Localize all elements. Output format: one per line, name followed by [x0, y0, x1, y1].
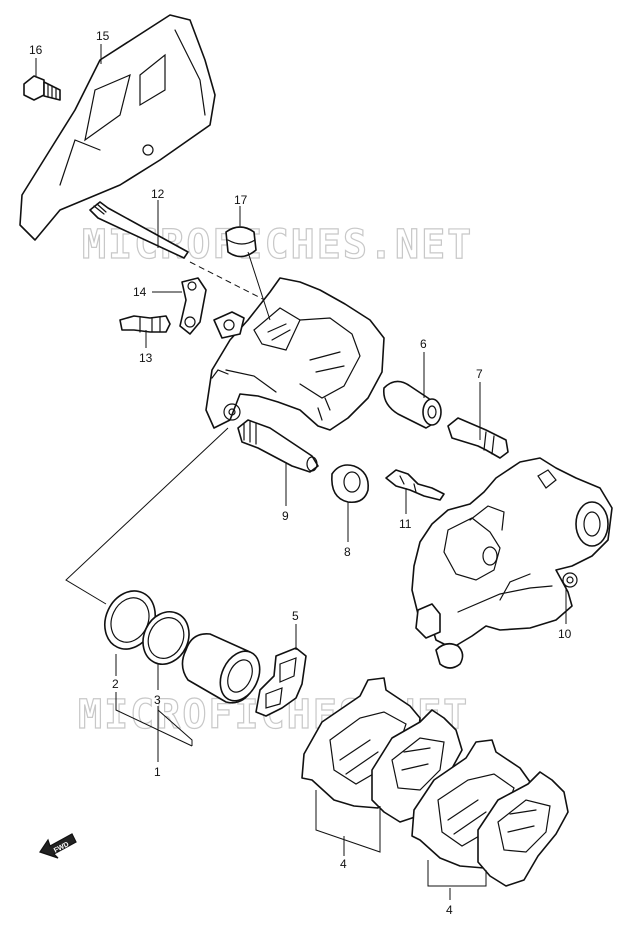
callout-5: 5: [292, 609, 299, 623]
caliper-body[interactable]: [205, 277, 385, 431]
callout-8: 8: [344, 545, 351, 559]
callout-11: 11: [399, 517, 412, 531]
part-7-bolt[interactable]: [447, 417, 509, 459]
part-16-bolt[interactable]: [23, 75, 61, 101]
callout-3: 3: [154, 693, 161, 707]
callout-4-upper: 4: [340, 857, 347, 871]
callout-12: 12: [151, 187, 165, 201]
part-9-slide-pin[interactable]: [237, 419, 319, 473]
callout-4-lower: 4: [446, 903, 453, 917]
alignment-line-seals: [65, 427, 229, 605]
callout-13: 13: [139, 351, 153, 365]
part-4-brake-pad-set-lower[interactable]: [411, 739, 569, 887]
fwd-arrow-icon: FWD: [39, 833, 77, 859]
part-11-spring-clip[interactable]: [385, 469, 445, 501]
part-8-boot[interactable]: [331, 464, 370, 504]
callout-15: 15: [96, 29, 110, 43]
callout-10: 10: [558, 627, 572, 641]
callout-14: 14: [133, 285, 147, 299]
callout-9: 9: [282, 509, 289, 523]
part-15-guard-plate[interactable]: [19, 14, 216, 241]
callout-6: 6: [420, 337, 427, 351]
callout-2: 2: [112, 677, 119, 691]
part-6-bushing[interactable]: [382, 380, 442, 429]
callout-7: 7: [476, 367, 483, 381]
part-13-bleeder-valve[interactable]: [119, 315, 171, 333]
part-2-seal-ring[interactable]: [96, 583, 165, 658]
part-3-seal-ring[interactable]: [135, 604, 198, 672]
callout-17: 17: [234, 193, 248, 207]
part-5-pad-shim[interactable]: [255, 647, 307, 717]
callout-leaders: [35, 44, 567, 900]
callout-16: 16: [29, 43, 43, 57]
callout-1: 1: [154, 765, 161, 779]
part-12-pin[interactable]: [89, 201, 189, 259]
callout-labels: 15 16 12 17 14 13 6 7 9 8 11 10 5 2 3 1 …: [29, 29, 572, 917]
part-17-cap[interactable]: [225, 226, 257, 258]
part-10-caliper-bracket[interactable]: [411, 457, 613, 669]
part-1-piston[interactable]: [181, 633, 267, 707]
part-4-brake-pad-set-upper[interactable]: [301, 677, 463, 823]
part-14-bracket[interactable]: [179, 277, 207, 335]
